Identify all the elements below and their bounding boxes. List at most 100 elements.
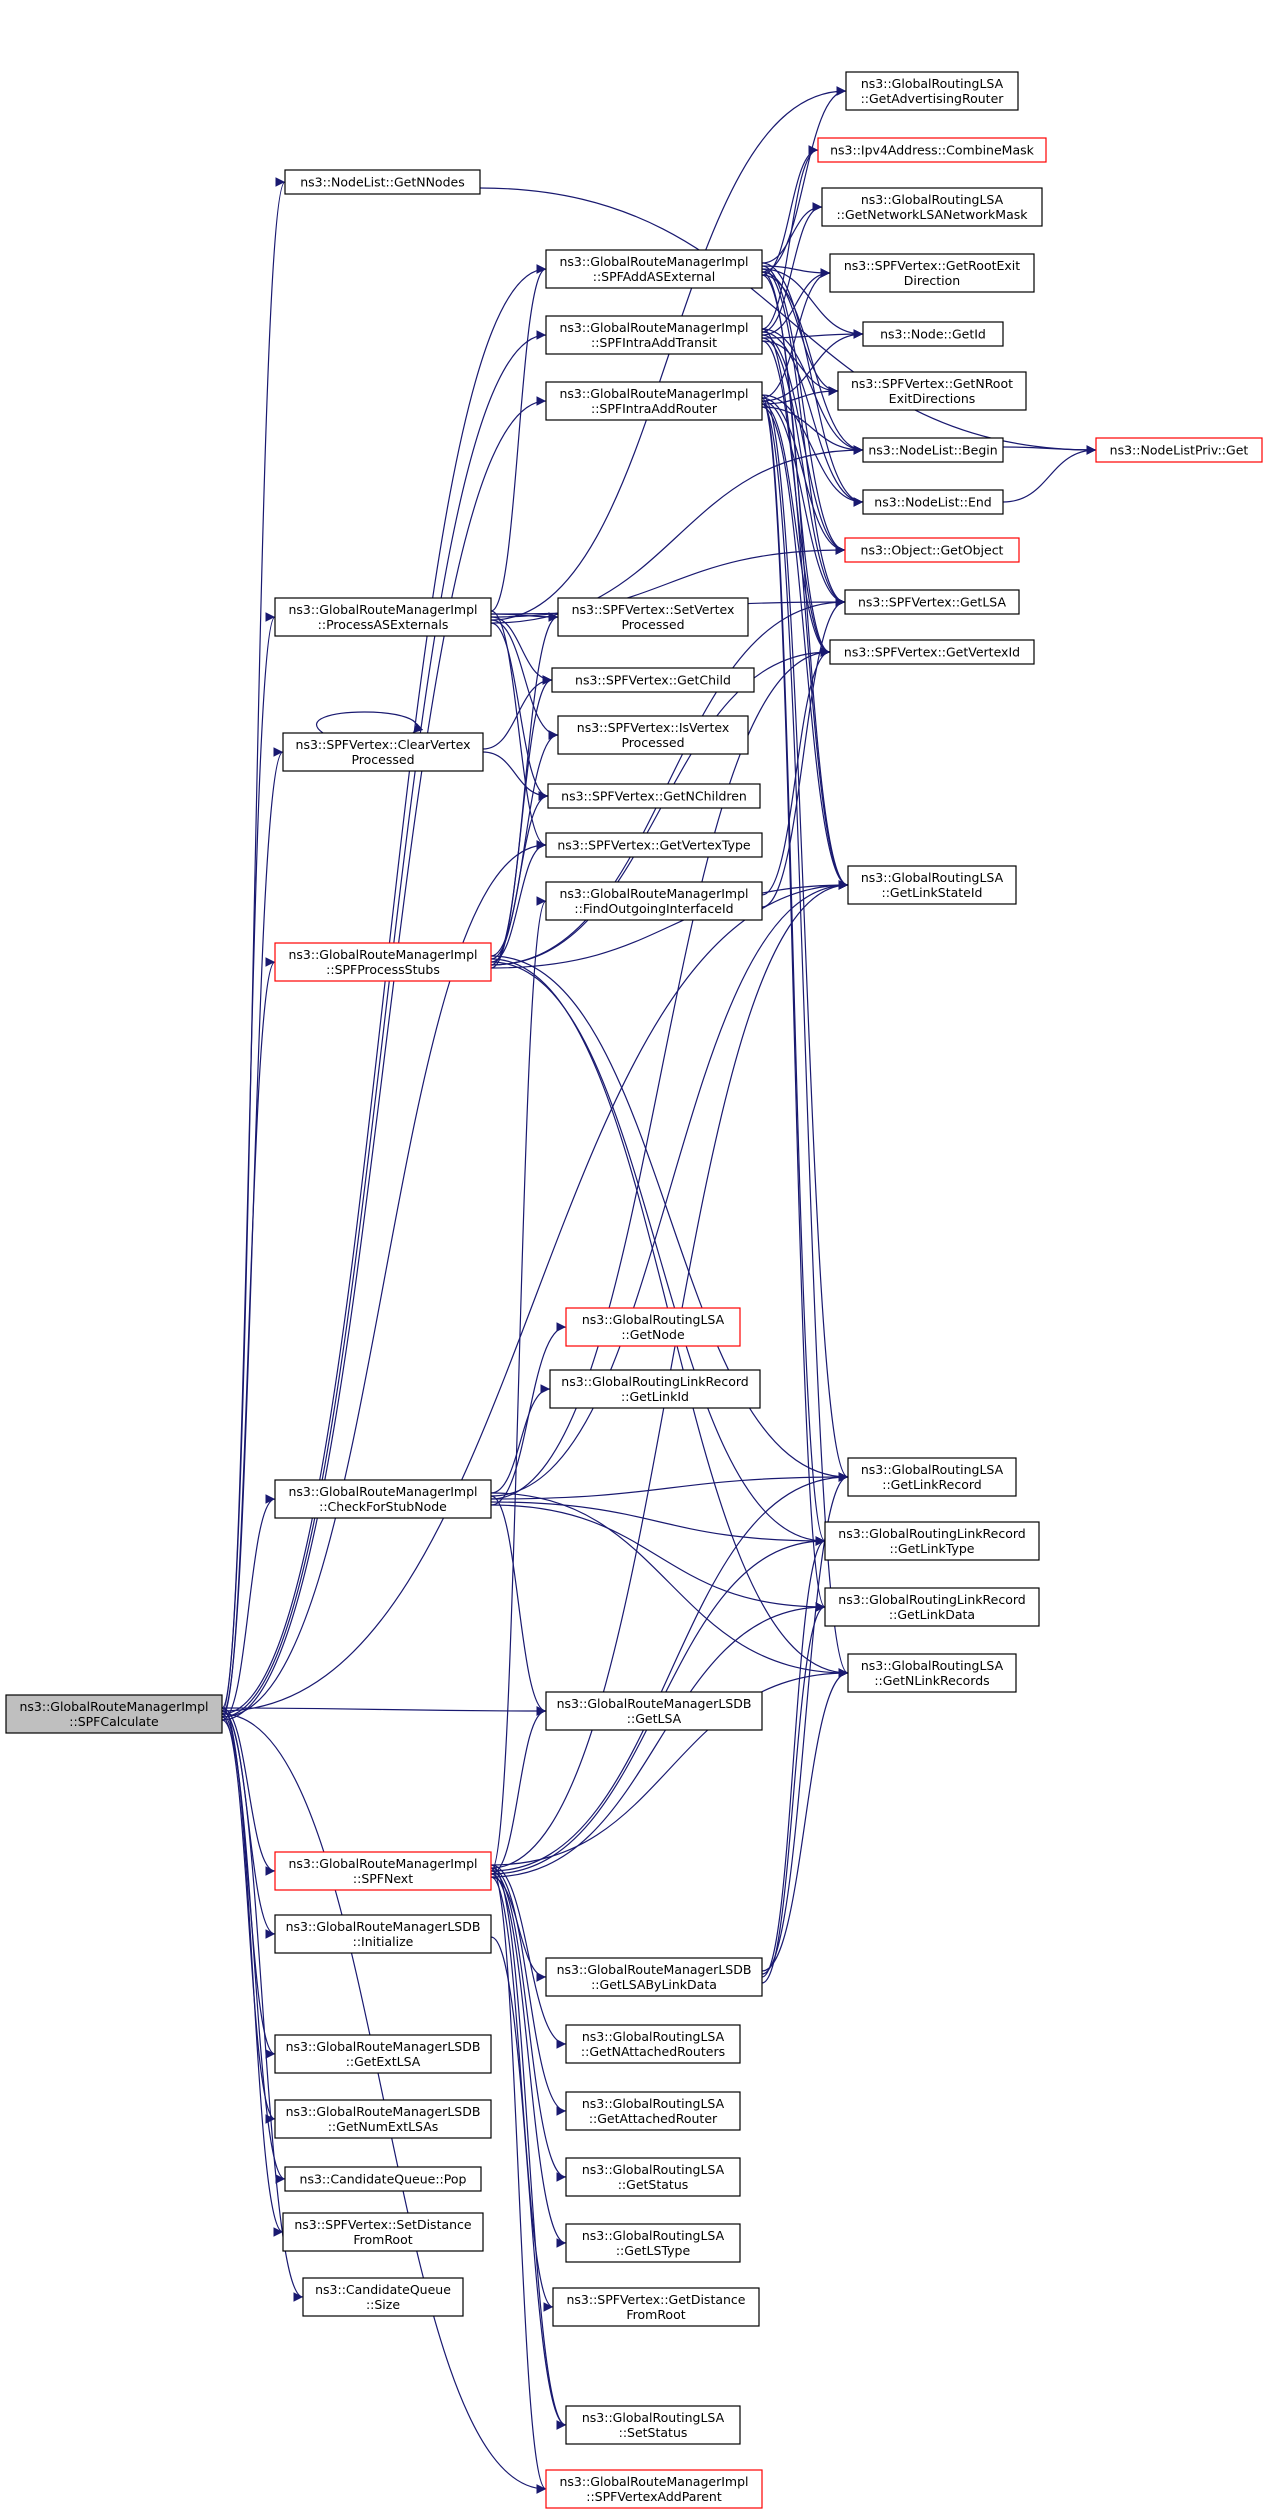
node-box bbox=[282, 2212, 484, 2252]
node-getchild[interactable]: ns3::SPFVertex::GetChild bbox=[551, 667, 755, 693]
edge-spfnext-to-getdistroot bbox=[490, 1876, 554, 2312]
edge bbox=[490, 730, 559, 957]
node-label-line: ns3::GlobalRoutingLinkRecord bbox=[561, 1374, 748, 1389]
node-getlinkdata[interactable]: ns3::GlobalRoutingLinkRecord::GetLinkDat… bbox=[824, 1587, 1040, 1627]
node-box bbox=[844, 537, 1020, 563]
node-label-line: Direction bbox=[904, 273, 960, 288]
node-label-line: Processed bbox=[621, 735, 684, 750]
node-getstatus[interactable]: ns3::GlobalRoutingLSA::GetStatus bbox=[565, 2157, 741, 2197]
edge bbox=[761, 262, 864, 507]
node-label-line: ::GetLSAByLinkData bbox=[591, 1977, 717, 1992]
edge-spfprocstubs-to-getlinkstateid bbox=[490, 880, 849, 969]
edge bbox=[221, 330, 547, 1718]
node-box bbox=[274, 1851, 492, 1891]
node-box bbox=[274, 2099, 492, 2139]
node-procasext[interactable]: ns3::GlobalRouteManagerImpl::ProcessASEx… bbox=[274, 597, 492, 637]
node-label-line: ns3::Object::GetObject bbox=[861, 543, 1004, 558]
node-lsagetnode[interactable]: ns3::GlobalRoutingLSA::GetNode bbox=[565, 1307, 741, 1347]
node-cqsize[interactable]: ns3::CandidateQueue::Size bbox=[302, 2277, 464, 2317]
edge bbox=[761, 268, 846, 607]
node-box bbox=[282, 732, 484, 772]
node-label-line: ns3::SPFVertex::SetDistance bbox=[294, 2217, 472, 2232]
edge bbox=[221, 1710, 304, 2302]
node-getnnodes[interactable]: ns3::NodeList::GetNNodes bbox=[284, 169, 481, 195]
node-combinemask[interactable]: ns3::Ipv4Address::CombineMask bbox=[817, 137, 1047, 163]
node-nodegetid[interactable]: ns3::Node::GetId bbox=[862, 321, 1004, 347]
edge-spfprocstubs-to-getchild bbox=[490, 675, 553, 969]
edge-spfintratransit-to-getlinkstateid bbox=[761, 328, 849, 890]
edge bbox=[221, 840, 547, 1718]
edge-spfprocstubs-to-isvtxproc bbox=[490, 730, 559, 957]
edge bbox=[761, 145, 819, 276]
node-getobject[interactable]: ns3::Object::GetObject bbox=[844, 537, 1020, 563]
node-findoutif[interactable]: ns3::GlobalRouteManagerImpl::FindOutgoin… bbox=[545, 881, 763, 921]
edge bbox=[490, 1870, 567, 2182]
node-spfintrarouter[interactable]: ns3::GlobalRouteManagerImpl::SPFIntraAdd… bbox=[545, 381, 763, 421]
node-nlend[interactable]: ns3::NodeList::End bbox=[862, 489, 1004, 515]
edge bbox=[761, 202, 823, 333]
node-label-line: ::GetLinkStateId bbox=[881, 885, 982, 900]
node-getlinkrecord[interactable]: ns3::GlobalRoutingLSA::GetLinkRecord bbox=[847, 1457, 1017, 1497]
edge-spfintrarouter-to-getnrootexit bbox=[761, 386, 839, 405]
node-label-line: ::GetLSType bbox=[616, 2243, 691, 2258]
node-label-line: FromRoot bbox=[353, 2232, 412, 2247]
edge-getlsabylink-to-getlinkdata bbox=[761, 1602, 826, 1984]
edge bbox=[490, 619, 559, 740]
node-getnlinkrec[interactable]: ns3::GlobalRoutingLSA::GetNLinkRecords bbox=[847, 1653, 1017, 1693]
edge-layer bbox=[221, 86, 1097, 2494]
node-getnchildren[interactable]: ns3::SPFVertex::GetNChildren bbox=[547, 783, 761, 809]
node-label-line: ns3::GlobalRouteManagerImpl bbox=[559, 254, 748, 269]
node-getadvrouter[interactable]: ns3::GlobalRoutingLSA::GetAdvertisingRou… bbox=[845, 71, 1019, 111]
node-vtxgetlsa[interactable]: ns3::SPFVertex::GetLSA bbox=[844, 589, 1020, 615]
node-spfintratransit[interactable]: ns3::GlobalRouteManagerImpl::SPFIntraAdd… bbox=[545, 315, 763, 355]
edge bbox=[221, 1706, 547, 1716]
node-checkstub[interactable]: ns3::GlobalRouteManagerImpl::CheckForStu… bbox=[274, 1479, 492, 1519]
node-getvtxid[interactable]: ns3::SPFVertex::GetVertexId bbox=[829, 639, 1035, 665]
edge bbox=[490, 610, 547, 850]
node-label-line: ns3::SPFVertex::GetDistance bbox=[566, 2292, 745, 2307]
node-getnetmask[interactable]: ns3::GlobalRoutingLSA::GetNetworkLSANetw… bbox=[821, 187, 1043, 227]
node-spfprocstubs[interactable]: ns3::GlobalRouteManagerImpl::SPFProcessS… bbox=[274, 942, 492, 982]
edge bbox=[761, 394, 864, 507]
node-spfaddasext[interactable]: ns3::GlobalRouteManagerImpl::SPFAddASExt… bbox=[545, 249, 763, 289]
node-cqpop[interactable]: ns3::CandidateQueue::Pop bbox=[284, 2166, 482, 2192]
node-lrgetlinkid[interactable]: ns3::GlobalRoutingLinkRecord::GetLinkId bbox=[549, 1369, 761, 1409]
node-getvtxtype[interactable]: ns3::SPFVertex::GetVertexType bbox=[545, 832, 763, 858]
edge-spfaddasext-to-getnetmask bbox=[761, 202, 823, 264]
node-setstatus[interactable]: ns3::GlobalRoutingLSA::SetStatus bbox=[565, 2405, 741, 2445]
node-getnumext[interactable]: ns3::GlobalRouteManagerLSDB::GetNumExtLS… bbox=[274, 2099, 492, 2139]
node-label-line: ns3::GlobalRouteManagerLSDB bbox=[286, 2104, 481, 2119]
node-getextlsa[interactable]: ns3::GlobalRouteManagerLSDB::GetExtLSA bbox=[274, 2034, 492, 2074]
node-box bbox=[847, 865, 1017, 905]
node-lsdbgetlsa[interactable]: ns3::GlobalRouteManagerLSDB::GetLSA bbox=[545, 1691, 763, 1731]
node-label-line: ::SPFIntraAddTransit bbox=[591, 335, 717, 350]
edge bbox=[761, 1472, 849, 1975]
edge-spfnext-to-getattrouter bbox=[490, 1867, 567, 2116]
node-getattrouter[interactable]: ns3::GlobalRoutingLSA::GetAttachedRouter bbox=[565, 2091, 741, 2131]
node-label-line: ns3::GlobalRoutingLSA bbox=[582, 2162, 725, 2177]
node-label-line: ns3::GlobalRoutingLSA bbox=[582, 2228, 725, 2243]
node-label-line: Processed bbox=[621, 617, 684, 632]
node-getlinkstateid[interactable]: ns3::GlobalRoutingLSA::GetLinkStateId bbox=[847, 865, 1017, 905]
node-getlsabylink[interactable]: ns3::GlobalRouteManagerLSDB::GetLSAByLin… bbox=[545, 1957, 763, 1997]
node-getnattrouters[interactable]: ns3::GlobalRoutingLSA::GetNAttachedRoute… bbox=[565, 2024, 741, 2064]
node-box bbox=[557, 715, 749, 755]
edge-spfcalc-to-getnumext bbox=[221, 1716, 276, 2124]
node-nlprivget[interactable]: ns3::NodeListPriv::Get bbox=[1095, 437, 1263, 463]
node-getlstype[interactable]: ns3::GlobalRoutingLSA::GetLSType bbox=[565, 2223, 741, 2263]
node-getlinktype[interactable]: ns3::GlobalRoutingLinkRecord::GetLinkTyp… bbox=[824, 1521, 1040, 1561]
node-spfvtxaddparent[interactable]: ns3::GlobalRouteManagerImpl::SPFVertexAd… bbox=[545, 2469, 763, 2509]
node-nlbegin[interactable]: ns3::NodeList::Begin bbox=[862, 437, 1004, 463]
edge-checkstub-to-lrgetlinkid bbox=[490, 1384, 551, 1494]
edge-clearvtx-to-clearvtx bbox=[316, 711, 424, 734]
edge-spfcalc-to-spfintratransit bbox=[221, 330, 547, 1718]
node-spfnext[interactable]: ns3::GlobalRouteManagerImpl::SPFNext bbox=[274, 1851, 492, 1891]
node-lsdbinit[interactable]: ns3::GlobalRouteManagerLSDB::Initialize bbox=[274, 1914, 492, 1954]
